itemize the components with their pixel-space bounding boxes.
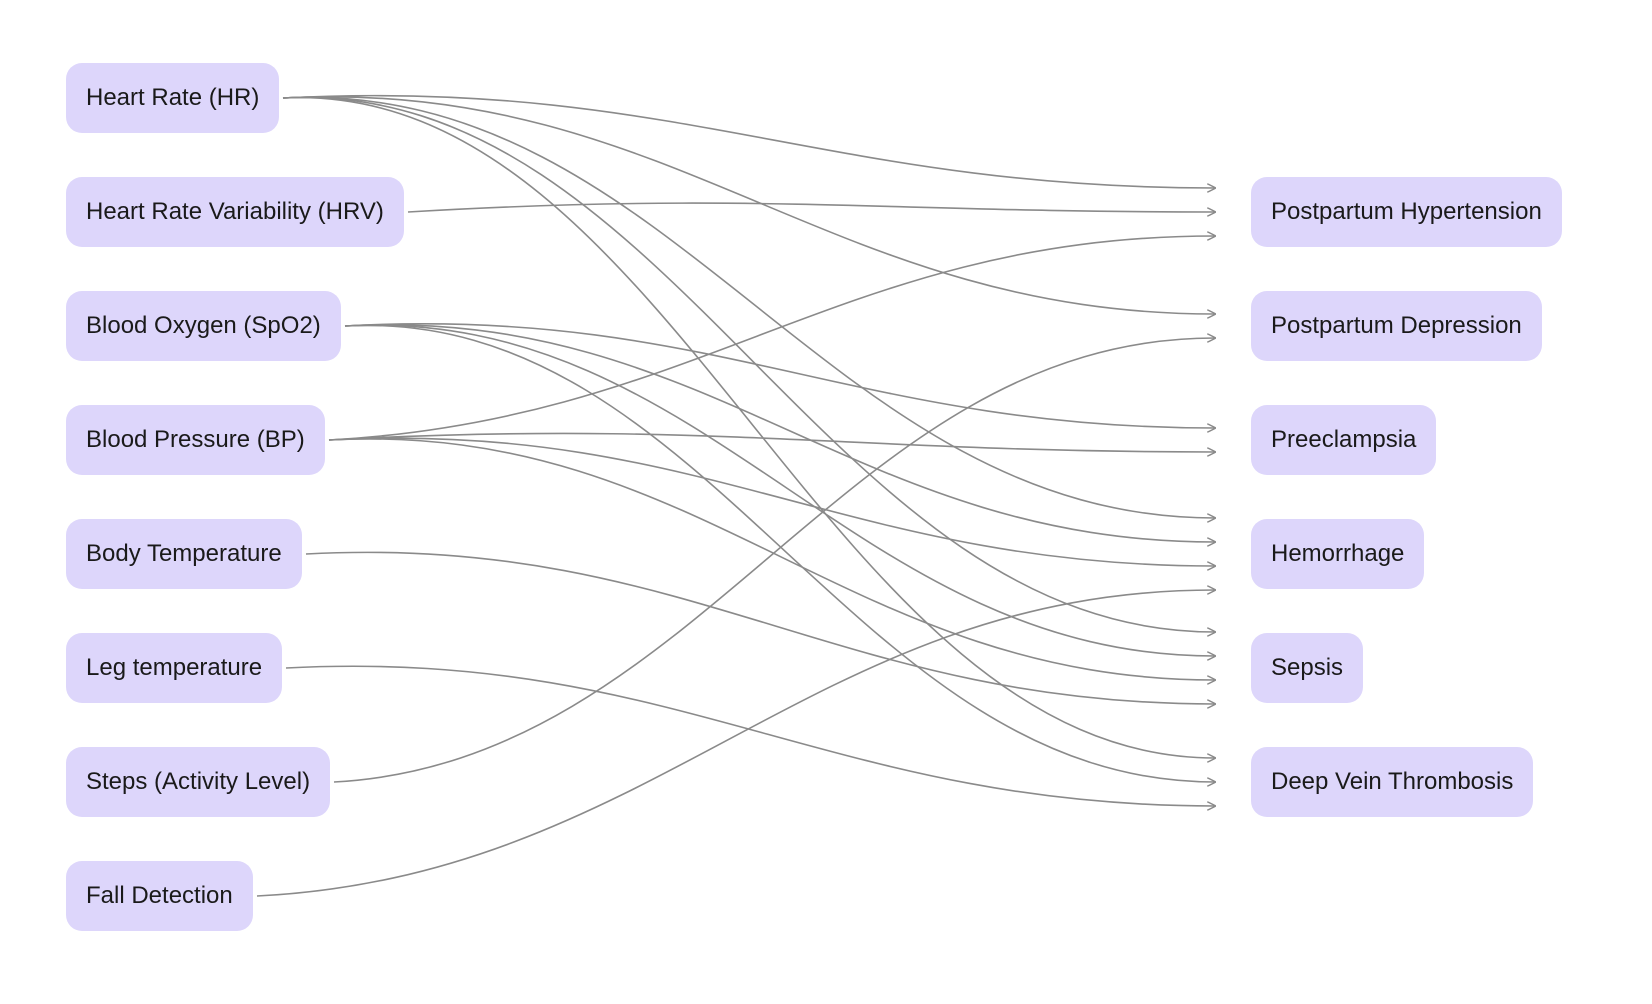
edge-hr-to-ppd [282,96,1215,314]
node-sepsis[interactable]: Sepsis [1251,633,1364,703]
node-deep-vein-thrombosis[interactable]: Deep Vein Thrombosis [1251,747,1534,817]
edge-spo2-to-pre [344,323,1215,428]
edge-spo2-to-hem [344,324,1215,542]
node-heart-rate[interactable]: Heart Rate (HR) [66,63,280,133]
node-preeclampsia[interactable]: Preeclampsia [1251,405,1437,475]
edge-spo2-to-sep [344,324,1215,656]
edge-hr-to-pph [282,94,1215,188]
node-heart-rate-variability[interactable]: Heart Rate Variability (HRV) [66,177,404,247]
edge-spo2-to-dvt [344,324,1215,782]
node-blood-oxygen[interactable]: Blood Oxygen (SpO2) [66,291,341,361]
edge-bp-to-pre [328,432,1215,452]
node-fall-detection[interactable]: Fall Detection [66,861,253,931]
node-steps[interactable]: Steps (Activity Level) [66,747,331,817]
edge-bp-to-sep [328,438,1215,680]
node-blood-pressure[interactable]: Blood Pressure (BP) [66,405,325,475]
node-postpartum-hypertension[interactable]: Postpartum Hypertension [1251,177,1562,247]
edge-legtemp-to-dvt [285,665,1215,806]
node-leg-temperature[interactable]: Leg temperature [66,633,283,703]
node-body-temperature[interactable]: Body Temperature [66,519,302,589]
edge-hr-to-hem [282,96,1215,518]
edge-hr-to-dvt [282,97,1215,758]
edge-temp-to-sep [305,551,1215,704]
edge-steps-to-ppd [333,338,1215,783]
node-postpartum-depression[interactable]: Postpartum Depression [1251,291,1542,361]
node-hemorrhage[interactable]: Hemorrhage [1251,519,1425,589]
edge-bp-to-hem [328,437,1215,566]
edge-hrv-to-pph [407,202,1215,212]
edge-bp-to-pph [328,236,1215,441]
edge-fall-to-hem [256,590,1215,897]
edge-hr-to-sep [282,96,1215,632]
